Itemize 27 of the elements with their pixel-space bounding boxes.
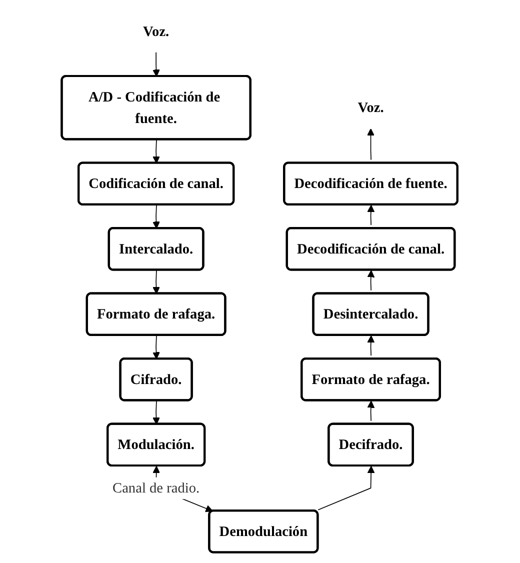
arrow (368, 204, 376, 226)
arrow (152, 270, 160, 294)
arrow (368, 335, 376, 356)
process-box: Decifrado. (328, 422, 414, 467)
arrow (367, 128, 375, 160)
arrow (152, 52, 160, 77)
arrow (318, 466, 376, 510)
process-box: Decodificación de canal. (286, 226, 456, 271)
arrow (368, 400, 376, 422)
process-box: Demodulación (208, 510, 320, 554)
arrow (368, 270, 376, 291)
process-box: Formato de rafaga. (86, 292, 227, 336)
process-box: A/D - Codificación de fuente. (61, 74, 252, 140)
arrow (152, 400, 160, 425)
process-box: Cifrado. (120, 358, 194, 402)
process-box: Intercalado. (108, 226, 205, 271)
edge-label: Canal de radio. (112, 477, 200, 499)
process-box: Modulación. (106, 422, 206, 467)
process-box: Codificación de canal. (78, 162, 236, 206)
arrow (152, 334, 160, 360)
arrow (152, 139, 160, 164)
signal-label: Voz. (143, 23, 170, 40)
process-box: Formato de rafaga. (300, 358, 442, 402)
signal-label: Voz. (358, 99, 384, 116)
arrow (152, 204, 160, 229)
process-box: Decodificación de fuente. (283, 162, 459, 206)
process-box: Desintercalado. (312, 292, 430, 336)
